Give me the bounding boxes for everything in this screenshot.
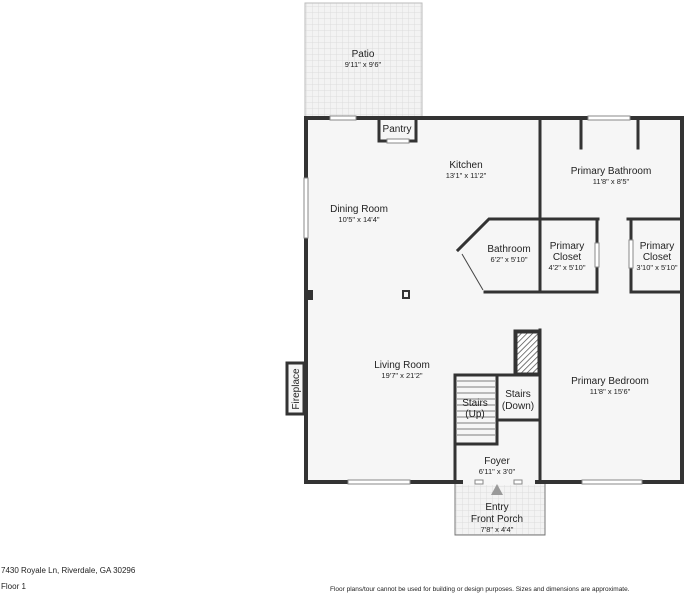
primary-closet-1-dims: 4'2" x 5'10"	[549, 263, 586, 272]
dining-room-dims: 10'5" x 14'4"	[338, 215, 379, 224]
windows	[303, 115, 643, 485]
room-labels: Patio 9'11" x 9'6" Pantry Kitchen 13'1" …	[291, 49, 678, 534]
patio-dims: 9'11" x 9'6"	[345, 60, 382, 69]
primary-closet-1-name-line2: Closet	[553, 252, 582, 263]
stairs-down-hatch	[516, 332, 539, 374]
stairs-down-name-line2: (Down)	[502, 401, 534, 412]
entry-arrow-icon	[491, 484, 503, 495]
kitchen-name: Kitchen	[449, 160, 482, 171]
primary-closet-2-name-line1: Primary	[640, 241, 674, 252]
entry-name-line2: Front Porch	[471, 514, 523, 525]
primary-closet-2-dims: 3'10" x 5'10"	[636, 263, 677, 272]
primary-bedroom-dims: 11'8" x 15'6"	[590, 387, 631, 396]
entry-dims: 7'8" x 4'4"	[481, 525, 514, 534]
exterior-walls	[304, 116, 684, 484]
interior-walls	[377, 116, 684, 484]
stairs-down-name-line1: Stairs	[505, 389, 531, 400]
primary-closet-2-name-line2: Closet	[643, 252, 672, 263]
patio-area	[304, 2, 423, 118]
primary-bedroom-name: Primary Bedroom	[571, 376, 649, 387]
bathroom-name: Bathroom	[487, 244, 530, 255]
entry-name-line1: Entry	[485, 502, 508, 513]
stairs-up-treads	[457, 380, 495, 436]
dining-room-name: Dining Room	[330, 204, 388, 215]
address-text: 7430 Royale Ln, Riverdale, GA 30296	[1, 566, 136, 575]
pantry-name: Pantry	[383, 124, 412, 135]
stairs-up-name-line2: (Up)	[465, 409, 484, 420]
kitchen-dims: 13'1" x 11'2"	[446, 171, 487, 180]
living-room-dims: 19'7" x 21'2"	[381, 371, 422, 380]
fireplace-name: Fireplace	[291, 368, 302, 410]
bathroom-dims: 6'2" x 5'10"	[491, 255, 528, 264]
primary-closet-1-name-line1: Primary	[550, 241, 584, 252]
living-room-name: Living Room	[374, 360, 430, 371]
patio-name: Patio	[352, 49, 375, 60]
foyer-name: Foyer	[484, 456, 510, 467]
disclaimer-text: Floor plans/tour cannot be used for buil…	[330, 586, 630, 593]
house-floor	[306, 118, 682, 482]
stairs-up-name-line1: Stairs	[462, 398, 488, 409]
primary-bathroom-dims: 11'8" x 8'5"	[593, 177, 630, 186]
primary-bathroom-name: Primary Bathroom	[571, 166, 652, 177]
foyer-dims: 6'11" x 3'0"	[479, 467, 516, 476]
wall-marker	[307, 290, 313, 300]
floor-label: Floor 1	[1, 582, 26, 591]
